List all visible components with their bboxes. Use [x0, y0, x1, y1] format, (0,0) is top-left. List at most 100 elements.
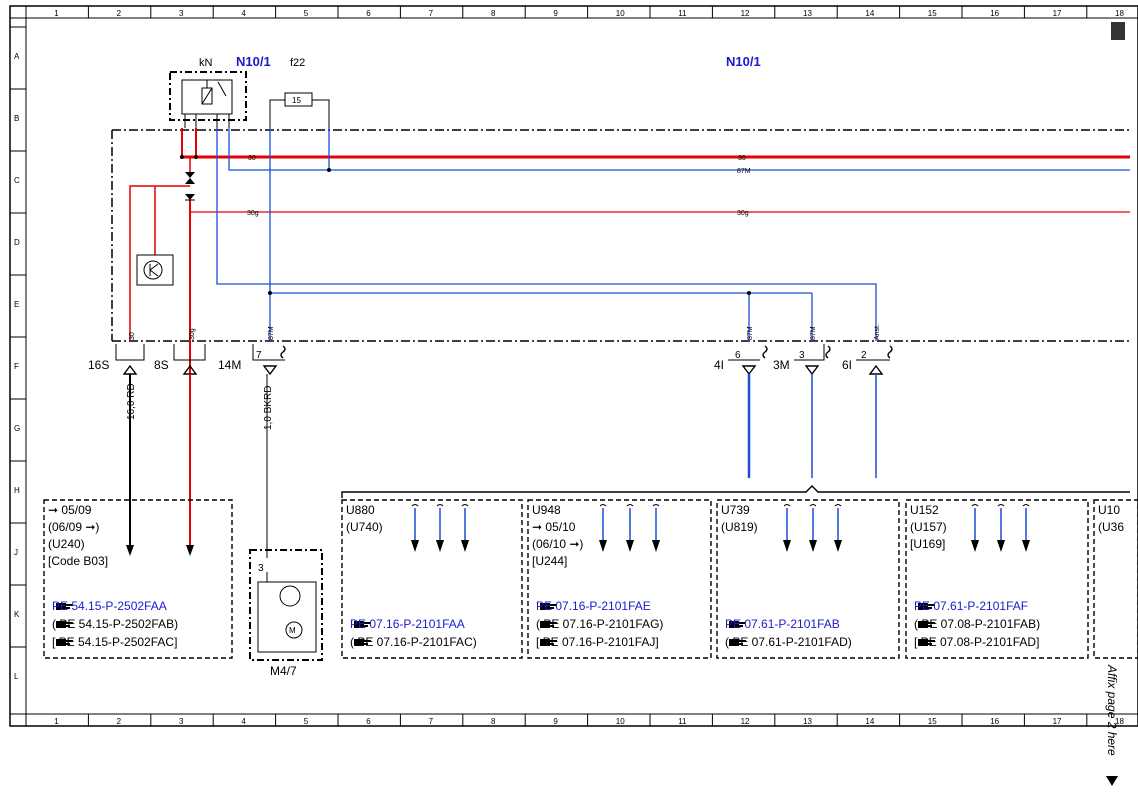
grid-col-bottom-14: 14 — [865, 717, 874, 726]
wire-30g-label-left: 30g — [247, 210, 259, 217]
reference-box-5: U152 (U157) [U169] PE 07.61-P-2101FAF ( PE 0… — [905, 499, 1089, 659]
grid-col-bottom-4: 4 — [241, 717, 246, 726]
bottom-arrows — [126, 545, 194, 556]
pe-reference-link[interactable]: PE 07.16-P-2101FAE — [536, 599, 651, 613]
reference-box-1: ➞ 05/09(06/09 ➞)(U240)[Code B03]PE 54.15… — [43, 499, 233, 659]
grid-row-A: A — [14, 52, 20, 61]
module-boundary — [111, 129, 1130, 342]
pe-reference-link[interactable]: PE 07.16-P-2101FAA — [350, 617, 465, 631]
reference-box-2: U880(U740)PE 07.16-P-2101FAA( PE 07.16-P… — [341, 499, 523, 659]
lower-wires — [129, 374, 877, 558]
grid-col-top-8: 8 — [491, 9, 496, 18]
box-line: U880 — [346, 503, 375, 517]
fuse-f22: 15 — [269, 92, 330, 128]
pin-label-anst: Anst. — [874, 324, 881, 340]
red-wires — [129, 128, 1130, 545]
connector-14m: 14M — [218, 358, 241, 372]
pin-label-87m-a: 87M — [268, 326, 275, 340]
pe-reference-link[interactable]: ( PE 07.16-P-2101FAC) — [350, 635, 477, 649]
pe-reference-link[interactable]: [ PE 54.15-P-2502FAC] — [52, 635, 177, 649]
pe-reference-link[interactable]: ( PE 54.15-P-2502FAB) — [52, 617, 178, 631]
grid-row-L: L — [14, 672, 19, 681]
pe-reference-link[interactable]: ( PE 07.61-P-2101FAD) — [725, 635, 852, 649]
connector-4i: 4I — [714, 358, 724, 372]
reference-box-3: U948 ➞ 05/10 (06/10 ➞) [U244] PE 07.16-P-210… — [527, 499, 712, 659]
grid-col-top-13: 13 — [803, 9, 812, 18]
pin-label-87m-c: 87M — [810, 326, 817, 340]
grid-row-F: F — [14, 362, 19, 371]
box-line: (06/09 ➞) — [48, 520, 99, 534]
reference-box-6: U10(U36 — [1093, 499, 1138, 659]
grid-row-E: E — [14, 300, 19, 309]
grid-col-bottom-8: 8 — [491, 717, 496, 726]
grid-col-top-16: 16 — [990, 9, 999, 18]
grid-col-top-6: 6 — [366, 9, 371, 18]
pe-reference-link[interactable]: ( PE 07.16-P-2101FAG) — [536, 617, 663, 631]
module-label-right: N10/1 — [726, 54, 761, 69]
blue-wires — [216, 128, 1130, 341]
grid-col-bottom-17: 17 — [1053, 717, 1062, 726]
relay-label: kN — [199, 57, 213, 69]
grid-col-top-4: 4 — [241, 9, 246, 18]
module-label-left: N10/1 — [236, 54, 271, 69]
box-line: [U244] — [532, 554, 567, 568]
box-line: (U157) — [910, 520, 947, 534]
box-line: (06/10 ➞) — [532, 537, 583, 551]
grid-col-top-9: 9 — [553, 9, 558, 18]
grid-col-bottom-7: 7 — [429, 717, 434, 726]
grid-col-bottom-11: 11 — [678, 717, 687, 726]
motor-m4-7: M 3 M4/7 — [249, 549, 323, 678]
grid-col-top-7: 7 — [429, 9, 434, 18]
motor-label: M4/7 — [270, 664, 297, 678]
box-line: (U240) — [48, 537, 85, 551]
pe-reference-link[interactable]: PE 07.61-P-2101FAF — [914, 599, 1028, 613]
grid-col-bottom-2: 2 — [117, 717, 122, 726]
box-line: U10 — [1098, 503, 1120, 517]
grid-col-top-11: 11 — [678, 9, 687, 18]
reference-box-4: U739(U819)PE 07.61-P-2101FAB( PE 07.61-P… — [716, 499, 900, 659]
pe-reference-link[interactable]: [ PE 07.16-P-2101FAJ] — [536, 635, 659, 649]
grid-col-bottom-15: 15 — [928, 717, 937, 726]
connector-8s: 8S — [154, 358, 169, 372]
pin-3: 3 — [799, 350, 805, 361]
pin-2: 2 — [861, 350, 867, 361]
box-line: U152 — [910, 503, 939, 517]
pin-label-87m-b: 87M — [747, 326, 754, 340]
pe-reference-link[interactable]: [ PE 07.08-P-2101FAD] — [914, 635, 1039, 649]
wire-16rd: 16,0 RD — [126, 383, 137, 420]
grid-col-bottom-5: 5 — [304, 717, 309, 726]
grid-row-J: J — [14, 548, 18, 557]
pe-reference-link[interactable]: PE 54.15-P-2502FAA — [52, 599, 167, 613]
diode-symbols — [180, 155, 198, 201]
box-line: U948 — [532, 503, 561, 517]
wire-30-label-left: 30 — [248, 155, 256, 162]
grid-col-top-3: 3 — [179, 9, 184, 18]
pin-label-30g: 30g — [189, 328, 196, 340]
grid-row-D: D — [14, 238, 20, 247]
group-brace — [341, 485, 1130, 498]
grid-col-top-2: 2 — [117, 9, 122, 18]
grid-row-C: C — [14, 176, 20, 185]
connector-row — [115, 344, 890, 361]
box-line: (U819) — [721, 520, 758, 534]
grid-col-bottom-16: 16 — [990, 717, 999, 726]
pe-reference-link[interactable]: PE 07.61-P-2101FAB — [725, 617, 840, 631]
box-line: ➞ 05/10 — [532, 520, 576, 534]
connector-16s: 16S — [88, 358, 109, 372]
grid-col-bottom-18: 18 — [1115, 717, 1124, 726]
grid-col-bottom-10: 10 — [616, 717, 625, 726]
connector-3m: 3M — [773, 358, 790, 372]
box-line: [U169] — [910, 537, 945, 551]
side-note: Affix page 2 here — [1105, 664, 1119, 756]
wire-87m-label: 87M — [737, 168, 751, 175]
grid-col-bottom-1: 1 — [54, 717, 59, 726]
pe-reference-link[interactable]: ( PE 07.08-P-2101FAB) — [914, 617, 1040, 631]
grid-col-bottom-9: 9 — [553, 717, 558, 726]
junction-dots — [268, 168, 751, 295]
grid-col-top-5: 5 — [304, 9, 309, 18]
grid-col-top-14: 14 — [865, 9, 874, 18]
grid-col-top-12: 12 — [741, 9, 750, 18]
grid-col-top-18: 18 — [1115, 9, 1124, 18]
grid-row-K: K — [14, 610, 20, 619]
